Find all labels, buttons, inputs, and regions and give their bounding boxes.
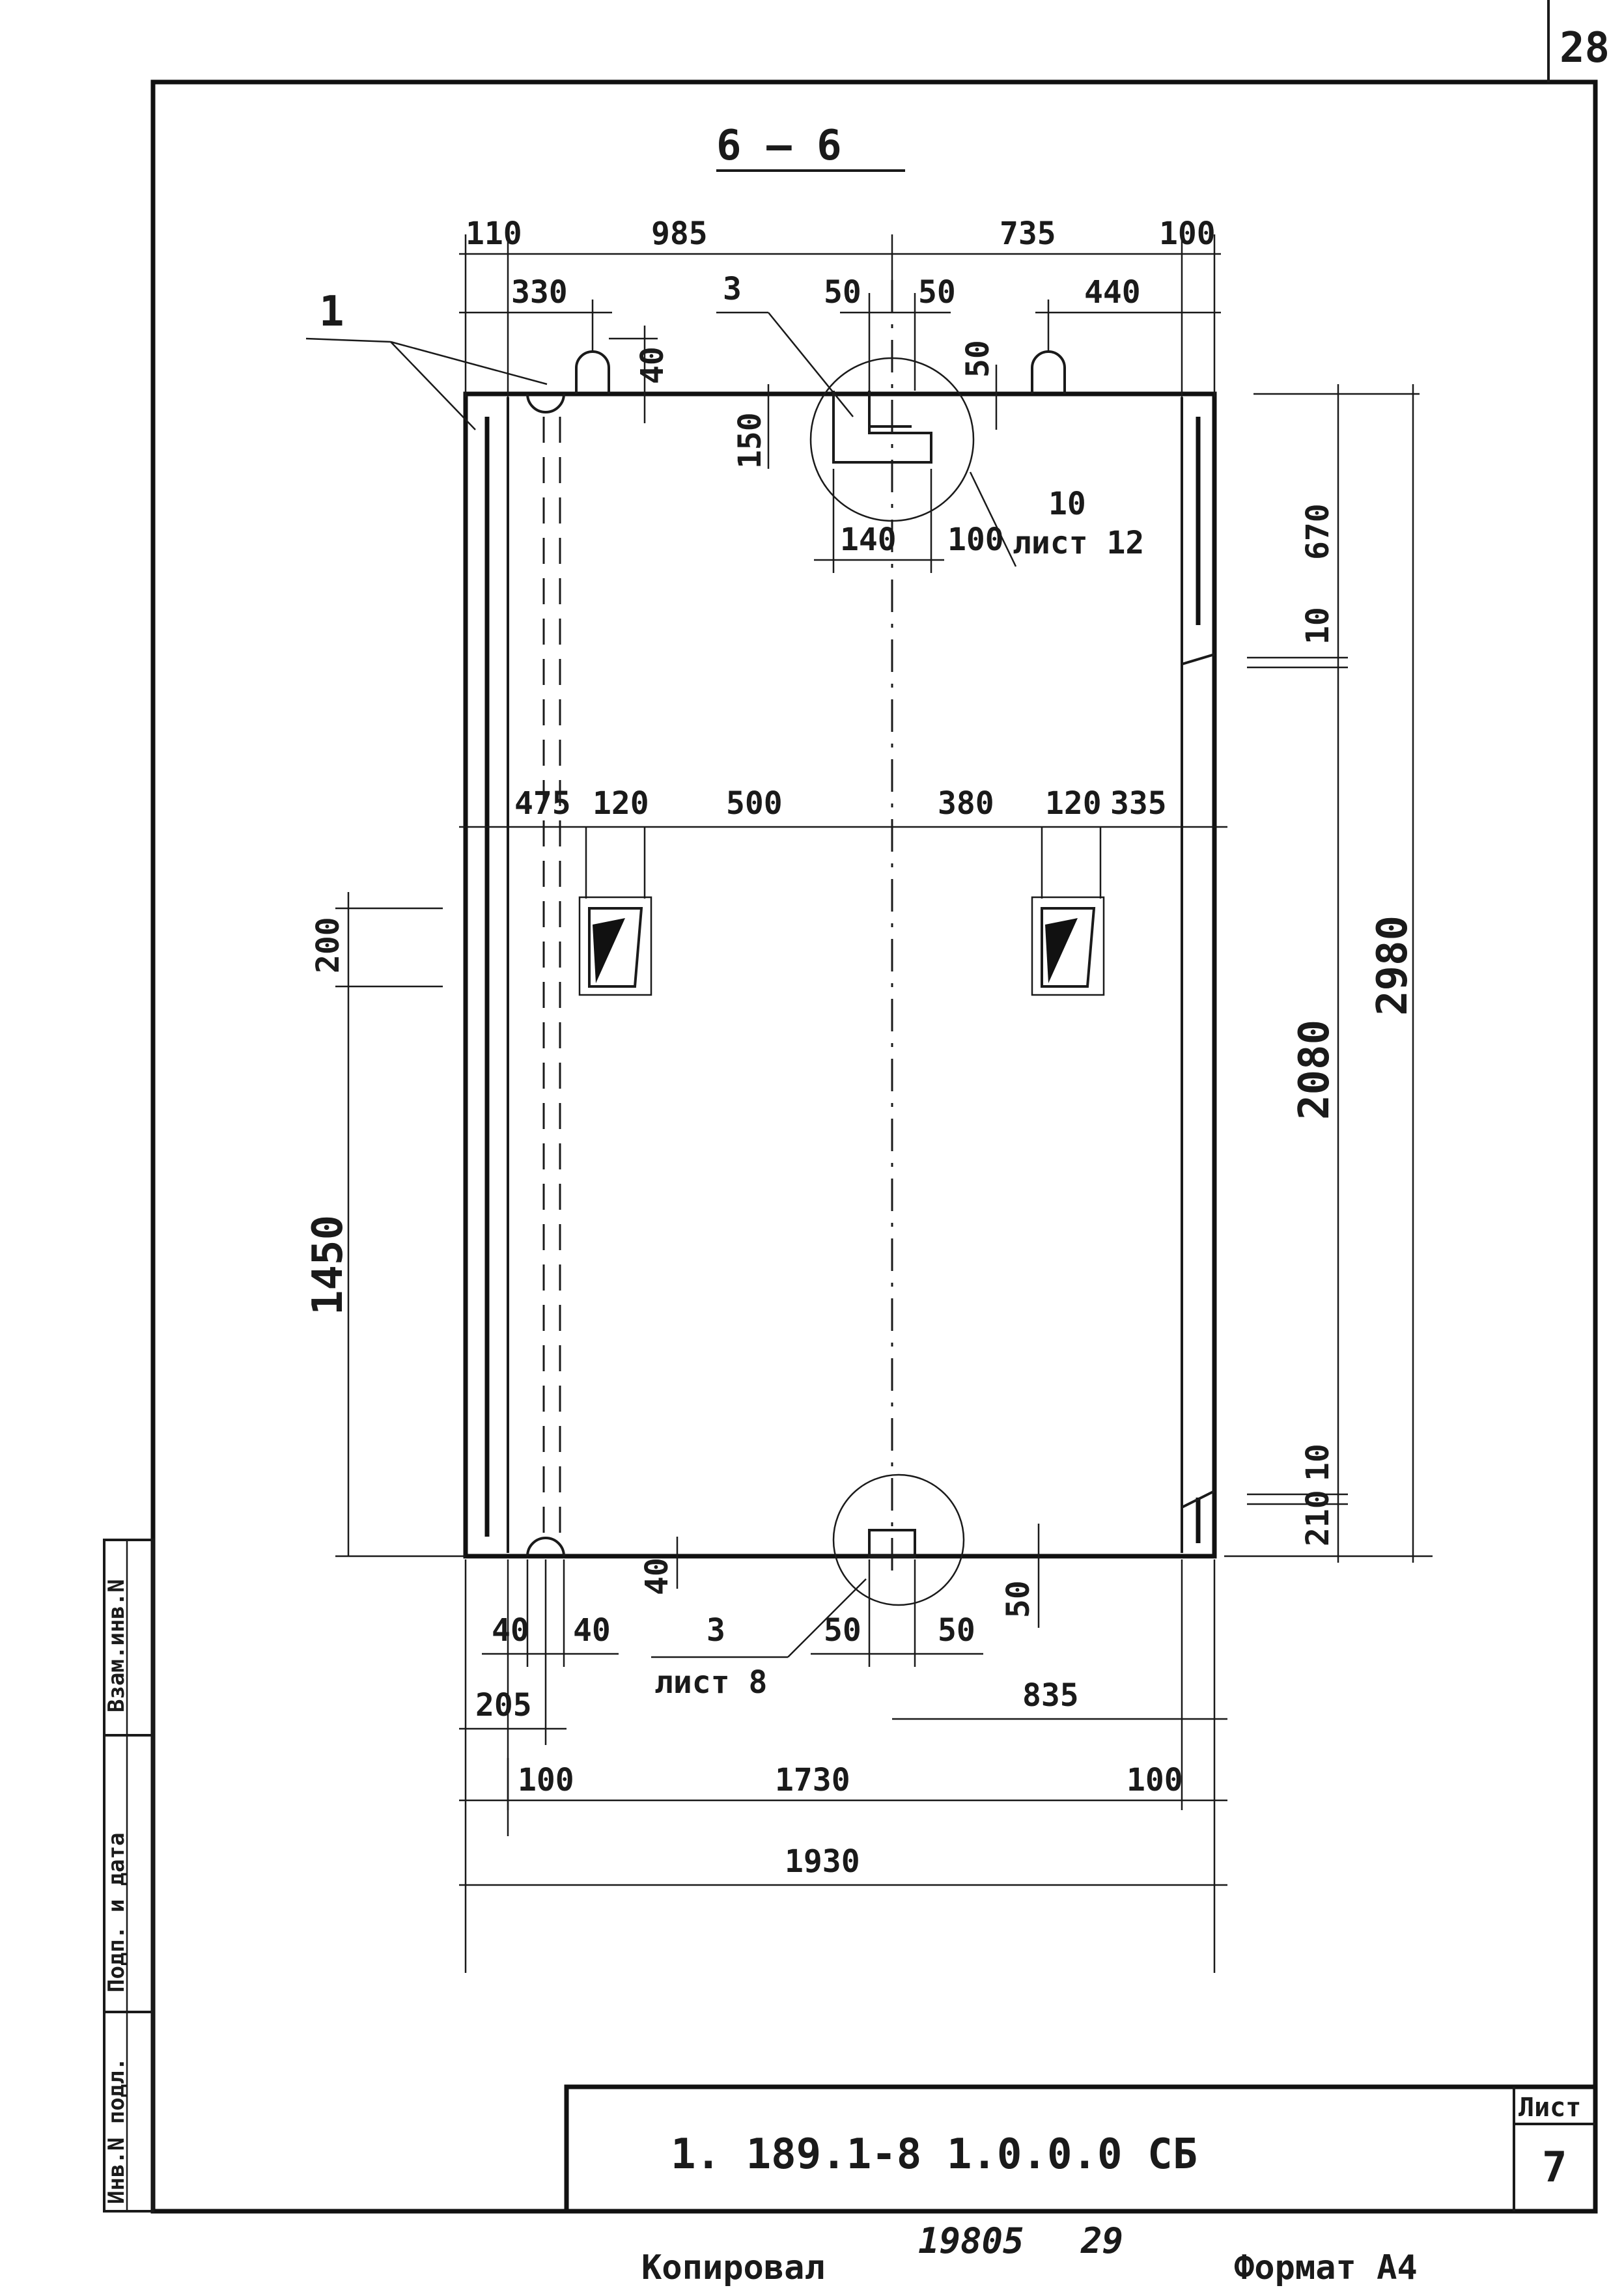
- title-block: 1. 189.1-8 1.0.0.0 СБ Лист 7: [564, 2084, 1598, 2214]
- top-dimensions: 110 985 735 100 330 50 50 440 40 50 150 …: [459, 216, 1221, 573]
- dim-50-right: 50: [918, 274, 956, 311]
- callout-3-top: 3: [723, 271, 742, 307]
- dim-120-right: 120: [1045, 785, 1102, 822]
- dim-500: 500: [726, 785, 783, 822]
- page-corner-number: 28: [1560, 24, 1610, 72]
- dim-210: 210: [1300, 1490, 1336, 1546]
- bottom-dimensions: 40 40 40 50 50 50 205 835 100 1730 100 1…: [459, 1524, 1227, 1973]
- callout-1: 1: [319, 288, 344, 336]
- dim-100-top: 100: [1159, 216, 1216, 252]
- dim-40-bm: 40: [573, 1612, 611, 1649]
- callouts: 1 3 10 лист 12 3 лист 8: [305, 271, 1144, 1701]
- stamp-replace-inv: Взам.инв.N: [104, 1579, 130, 1712]
- dim-100-socket: 100: [947, 522, 1004, 558]
- dim-985: 985: [651, 216, 708, 252]
- copied-label: Копировал: [641, 2248, 825, 2287]
- dim-150: 150: [732, 412, 768, 469]
- callout-10: 10: [1048, 486, 1086, 522]
- middle-dimensions: 475 120 500 380 120 335: [459, 785, 1227, 899]
- dim-100-br: 100: [1127, 1762, 1183, 1798]
- sheet-number: 7: [1542, 2143, 1567, 2192]
- right-dimensions: 670 10 2980 2080 10 210: [1224, 384, 1433, 1563]
- stamp-signature-date: Подп. и дата: [104, 1832, 130, 1992]
- panel-outline: [463, 280, 1217, 1606]
- dim-1730: 1730: [775, 1762, 850, 1798]
- dim-40-bl: 40: [492, 1612, 529, 1649]
- callout-sheet-12: лист 12: [1013, 525, 1144, 561]
- dim-1930: 1930: [785, 1843, 860, 1880]
- dim-735: 735: [1000, 216, 1056, 252]
- callout-3-bottom: 3: [707, 1612, 725, 1649]
- dim-110: 110: [466, 216, 522, 252]
- callout-sheet-8: лист 8: [654, 1664, 767, 1701]
- designation: 1. 189.1-8 1.0.0.0 СБ: [671, 2130, 1197, 2179]
- dim-10-top: 10: [1300, 607, 1336, 645]
- dim-440: 440: [1084, 274, 1141, 311]
- dim-50-left: 50: [824, 274, 861, 311]
- section-title: 6 — 6: [716, 122, 905, 172]
- dim-100-bl: 100: [518, 1762, 574, 1798]
- sheet-frame: 28: [150, 0, 1610, 2214]
- stamp-inv-original: Инв.N подл.: [104, 2058, 130, 2204]
- dim-140: 140: [840, 522, 897, 558]
- dim-50-vert: 50: [1000, 1580, 1037, 1618]
- dim-2080: 2080: [1291, 1020, 1339, 1120]
- dim-380: 380: [938, 785, 994, 822]
- copied-number2: 29: [1080, 2220, 1123, 2261]
- dim-205: 205: [475, 1687, 532, 1724]
- dim-50-bl: 50: [824, 1612, 861, 1649]
- format-label: Формат А4: [1234, 2248, 1418, 2287]
- dim-670: 670: [1300, 503, 1336, 560]
- left-dimensions: 200 1450: [304, 892, 466, 1557]
- side-stamp: Взам.инв.N Подп. и дата Инв.N подл.: [103, 1539, 154, 2213]
- dim-200: 200: [310, 917, 346, 973]
- dim-10-bottom: 10: [1300, 1444, 1336, 1481]
- sheet-label: Лист: [1519, 2093, 1581, 2123]
- dim-2980: 2980: [1369, 915, 1417, 1016]
- dim-835: 835: [1022, 1677, 1079, 1714]
- dim-330: 330: [511, 274, 568, 311]
- copied-number: 19805: [918, 2220, 1024, 2261]
- dim-1450: 1450: [304, 1215, 352, 1315]
- dim-50-br: 50: [938, 1612, 975, 1649]
- dim-475: 475: [514, 785, 571, 822]
- section-title-text: 6 — 6: [716, 122, 842, 170]
- dim-120-left: 120: [593, 785, 649, 822]
- dim-40-top: 40: [634, 346, 671, 384]
- dim-40-vert: 40: [639, 1557, 675, 1595]
- dim-50-vert: 50: [960, 340, 996, 378]
- dim-335: 335: [1110, 785, 1167, 822]
